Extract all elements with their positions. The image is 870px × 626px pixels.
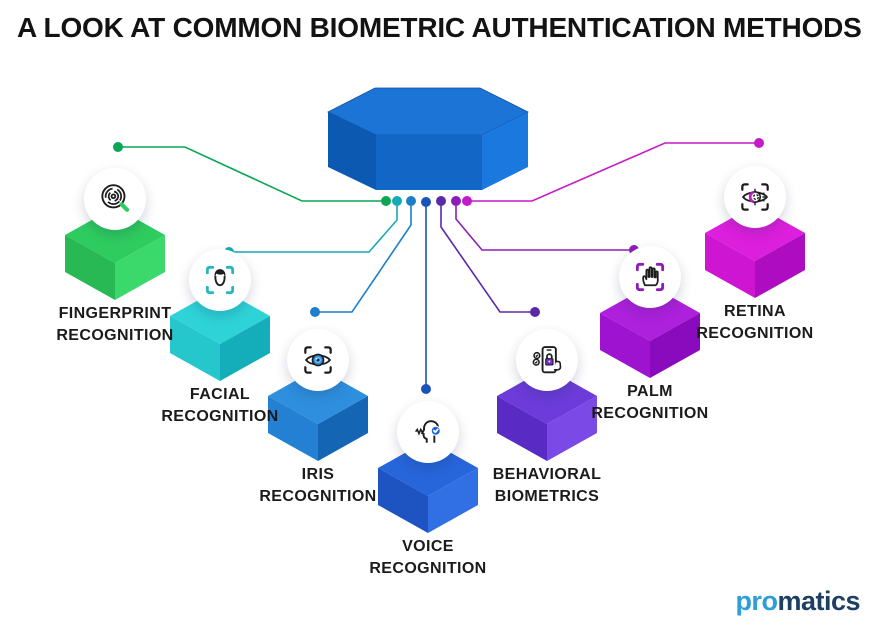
fingerprint-cube — [65, 207, 165, 300]
voice-cube — [378, 440, 478, 533]
promatics-logo: promatics — [735, 586, 860, 617]
node-facial: FACIAL RECOGNITION — [161, 249, 278, 425]
node-fingerprint: FINGERPRINT RECOGNITION — [56, 168, 173, 344]
promatics-logo-matics: matics — [777, 586, 860, 616]
palm-label: PALM RECOGNITION — [591, 383, 709, 422]
connector-behavioral — [436, 196, 540, 317]
connector-retina — [462, 138, 764, 206]
connector-palm — [451, 196, 639, 255]
voice-label: VOICE RECOGNITION — [369, 538, 487, 577]
page-title: A LOOK AT COMMON BIOMETRIC AUTHENTICATIO… — [17, 12, 862, 43]
behavioral-cube — [497, 368, 597, 461]
retina-cube — [705, 205, 805, 298]
behavioral-phone-lock-icon — [516, 329, 578, 391]
node-retina: RETINA RECOGNITION — [696, 166, 813, 342]
connector-iris — [310, 196, 416, 317]
behavioral-label: BEHAVIORAL BIOMETRICS — [492, 466, 602, 505]
fingerprint-search-icon — [84, 168, 146, 230]
palm-scan-icon — [619, 246, 681, 308]
face-scan-icon — [189, 249, 251, 311]
facial-label: FACIAL RECOGNITION — [161, 386, 279, 425]
node-behavioral: BEHAVIORAL BIOMETRICS — [493, 329, 601, 505]
promatics-logo-pro: pro — [735, 586, 778, 616]
retina-label: RETINA RECOGNITION — [696, 303, 814, 342]
facial-cube — [170, 288, 270, 381]
connector-facial — [224, 196, 402, 257]
iris-label: IRIS RECOGNITION — [259, 466, 377, 505]
iris-scan-icon — [287, 329, 349, 391]
connector-voice — [421, 197, 431, 394]
node-palm: PALM RECOGNITION — [591, 246, 708, 422]
node-voice: VOICE RECOGNITION — [369, 401, 486, 577]
connector-fingerprint — [113, 142, 391, 206]
central-hub — [327, 87, 529, 190]
fingerprint-label: FINGERPRINT RECOGNITION — [56, 305, 174, 344]
connectors — [113, 138, 764, 394]
palm-cube — [600, 285, 700, 378]
iris-cube — [268, 368, 368, 461]
node-iris: IRIS RECOGNITION — [259, 329, 376, 505]
voice-recognition-icon — [397, 401, 459, 463]
retina-scan-icon — [724, 166, 786, 228]
